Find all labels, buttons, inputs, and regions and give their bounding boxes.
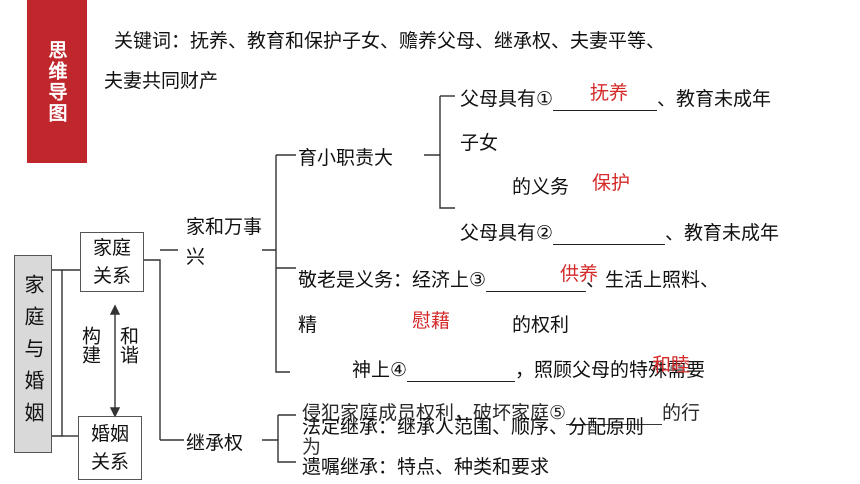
blank-5 — [566, 402, 663, 425]
family-relation-node: 家庭关系 — [80, 232, 144, 292]
elder-line-1: 敬老是义务：经济上③ 、生活上照料、 — [298, 265, 719, 292]
overlap-line-2: 为 — [302, 436, 322, 458]
family-relation-label: 家庭关系 — [92, 237, 131, 287]
root-node-family-marriage: 家庭与婚姻 — [14, 255, 52, 453]
answer-1: 抚养 — [590, 82, 629, 104]
elder-line-3-suffix: ，照顾父母的特殊需要 — [515, 359, 706, 381]
overlap-prefix: 侵犯家庭成员权利，破坏家庭⑤ — [302, 402, 567, 424]
duty-item-1-suffix: 、教育未成年 — [657, 88, 772, 110]
answer-2: 保护 — [592, 172, 631, 194]
branch-inheritance: 继承权 — [186, 432, 244, 454]
elder-line-3: 神上④ ，照顾父母的特殊需要 — [352, 355, 705, 382]
marriage-relation-label: 婚姻关系 — [90, 423, 129, 473]
blank-2 — [553, 222, 666, 245]
blank-4 — [407, 359, 516, 382]
duty-item-1-line3: 的义务 — [512, 176, 570, 198]
duty-item-2-suffix: 、教育未成年 — [665, 222, 780, 244]
harmony-left-label: 构建 — [79, 326, 101, 364]
elder-mid: 、生活上照料、 — [586, 269, 720, 291]
elder-prefix: 敬老是义务：经济上③ — [298, 269, 487, 291]
branch-family-harmony: 家和万事兴 — [186, 216, 263, 268]
duty-item-2-prefix: 父母具有② — [460, 222, 554, 244]
blank-3 — [486, 269, 587, 292]
keywords-line-1: 关键词：抚养、教育和保护子女、赡养父母、继承权、夫妻平等、 — [114, 30, 666, 52]
legal-inheritance: 法定继承：继承人范围、顺序、分配原则 — [302, 416, 645, 438]
overlap-line-1: 侵犯家庭成员权利，破坏家庭⑤ 的行 — [302, 398, 700, 425]
blank-1 — [553, 88, 658, 111]
will-inheritance: 遗嘱继承：特点、种类和要求 — [302, 456, 550, 478]
elder-line-3-prefix: 神上④ — [352, 359, 408, 381]
elder-line-2-end: 的权利 — [512, 314, 570, 336]
harmony-right-label: 和谐 — [117, 326, 139, 364]
root-label: 家庭与婚姻 — [21, 274, 45, 434]
duty-item-1: 父母具有① 、教育未成年 — [460, 84, 771, 111]
answer-5: 和睦 — [652, 354, 691, 376]
banner-label: 思维导图 — [45, 39, 68, 124]
keywords-line-2: 夫妻共同财产 — [104, 70, 219, 92]
answer-4: 慰藉 — [412, 310, 451, 332]
marriage-relation-node: 婚姻关系 — [78, 416, 142, 480]
duty-item-2: 父母具有② 、教育未成年 — [460, 218, 779, 245]
duty-item-1-line2: 子女 — [460, 132, 499, 154]
node-duty: 育小职责大 — [298, 147, 394, 169]
duty-item-1-prefix: 父母具有① — [460, 88, 554, 110]
answer-3: 供养 — [560, 263, 599, 285]
mind-map-banner: 思维导图 — [27, 0, 87, 163]
overlap-suffix: 的行 — [662, 402, 701, 424]
elder-line-2-start: 精 — [298, 314, 318, 336]
